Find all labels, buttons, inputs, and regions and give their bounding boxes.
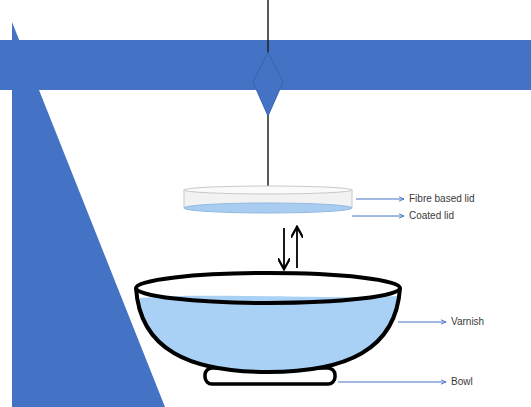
leader-line [356, 199, 404, 200]
varnish [136, 296, 400, 380]
leader-line [398, 322, 446, 323]
up-arrow [296, 228, 298, 268]
part-label: Bowl [450, 376, 474, 388]
down-arrow [283, 228, 285, 268]
part-label: Fibre based lid [408, 193, 476, 205]
leader-line [352, 216, 404, 217]
lid [184, 186, 352, 213]
part-label: Varnish [450, 316, 485, 328]
bowl [136, 273, 400, 384]
part-label: Coated lid [408, 210, 455, 222]
clamp-joint [253, 52, 283, 116]
leader-line [338, 382, 446, 383]
